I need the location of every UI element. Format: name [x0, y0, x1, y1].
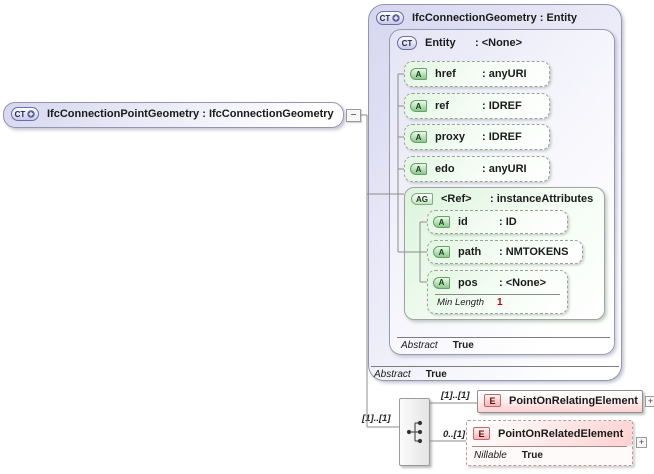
attribute-group-name: <Ref> [441, 193, 472, 205]
element-name: PointOnRelatingElement [509, 394, 638, 407]
base-type-abstract-annotation: Abstract True [374, 369, 447, 380]
attribute-name: pos [458, 276, 478, 289]
nillable-label: Nillable [474, 450, 507, 461]
root-element-label: IfcConnectionPointGeometry : IfcConnecti… [47, 108, 334, 120]
sequence-compositor-icon [406, 420, 422, 444]
badge-label: CT [379, 13, 391, 23]
annotation-separator [472, 446, 627, 447]
expand-toggle[interactable]: + [636, 437, 647, 448]
attribute-name: edo [435, 163, 455, 175]
attribute-box-ref[interactable]: A ref : IDREF [404, 93, 550, 119]
attribute-badge: A [410, 131, 427, 143]
minus-icon: − [350, 109, 357, 121]
annotation-separator [397, 337, 610, 338]
attribute-type: : <None> [499, 276, 547, 289]
entity-base: : <None> [475, 37, 523, 49]
attribute-name: proxy [435, 131, 465, 143]
element-name: PointOnRelatedElement [498, 427, 624, 440]
attribute-name: href [435, 68, 456, 80]
root-element-box[interactable]: CT IfcConnectionPointGeometry : IfcConne… [3, 102, 344, 128]
attribute-badge: A [410, 163, 427, 175]
element-box-point-on-relating[interactable]: E PointOnRelatingElement [477, 390, 643, 413]
element-badge: E [484, 394, 501, 407]
annotation-separator [371, 366, 619, 367]
attribute-type: : IDREF [482, 100, 522, 112]
attribute-badge: A [433, 246, 450, 258]
abstract-label: Abstract [374, 369, 411, 380]
attribute-badge: A [410, 68, 427, 80]
attribute-box-path[interactable]: A path : NMTOKENS [427, 240, 583, 264]
attribute-badge: A [410, 100, 427, 112]
attribute-type: : anyURI [482, 68, 527, 80]
plus-icon [392, 14, 401, 22]
plus-icon: + [647, 396, 654, 406]
attribute-group-type: : instanceAttributes [490, 193, 594, 205]
plus-icon [27, 110, 36, 118]
nillable-value: True [521, 450, 543, 461]
facet-value: 1 [497, 297, 503, 308]
complextype-badge: CT [376, 11, 404, 25]
cardinality-label: 0..[1] [443, 429, 466, 440]
attribute-badge: A [433, 276, 450, 289]
base-type-title: IfcConnectionGeometry : Entity [412, 12, 578, 24]
abstract-label: Abstract [401, 340, 438, 351]
attribute-box-proxy[interactable]: A proxy : IDREF [404, 124, 550, 150]
expand-toggle[interactable]: + [645, 396, 654, 407]
attribute-box-pos[interactable]: A pos : <None> Min Length 1 [427, 270, 568, 314]
facet-separator [435, 294, 560, 295]
attribute-badge: A [433, 216, 450, 228]
attribute-type: : ID [499, 216, 517, 228]
collapse-toggle[interactable]: − [346, 109, 361, 122]
attribute-type: : anyURI [482, 163, 527, 175]
attribute-type: : NMTOKENS [499, 246, 569, 258]
cardinality-label: [1]..[1] [362, 413, 391, 424]
attribute-group-badge: AG [411, 193, 433, 205]
complextype-badge: CT [11, 107, 39, 121]
attribute-box-id[interactable]: A id : ID [427, 210, 568, 234]
entity-abstract-annotation: Abstract True [401, 340, 474, 351]
cardinality-label: [1]..[1] [441, 390, 470, 401]
attribute-box-href[interactable]: A href : anyURI [404, 61, 550, 87]
element-badge: E [473, 427, 490, 440]
plus-icon: + [638, 437, 645, 447]
attribute-name: ref [435, 100, 450, 112]
abstract-value: True [452, 340, 474, 351]
element-box-point-on-related[interactable]: E PointOnRelatedElement Nillable True [466, 420, 633, 466]
attribute-name: path [458, 246, 482, 258]
entity-name: Entity [425, 37, 456, 49]
attribute-name: id [458, 216, 468, 228]
abstract-value: True [425, 369, 447, 380]
attribute-box-edo[interactable]: A edo : anyURI [404, 156, 550, 182]
facet-label: Min Length [437, 297, 485, 308]
badge-label: CT [401, 38, 413, 48]
attribute-type: : IDREF [482, 131, 522, 143]
complextype-badge: CT [397, 36, 417, 50]
sequence-compositor[interactable] [399, 398, 430, 466]
badge-label: CT [14, 109, 26, 119]
